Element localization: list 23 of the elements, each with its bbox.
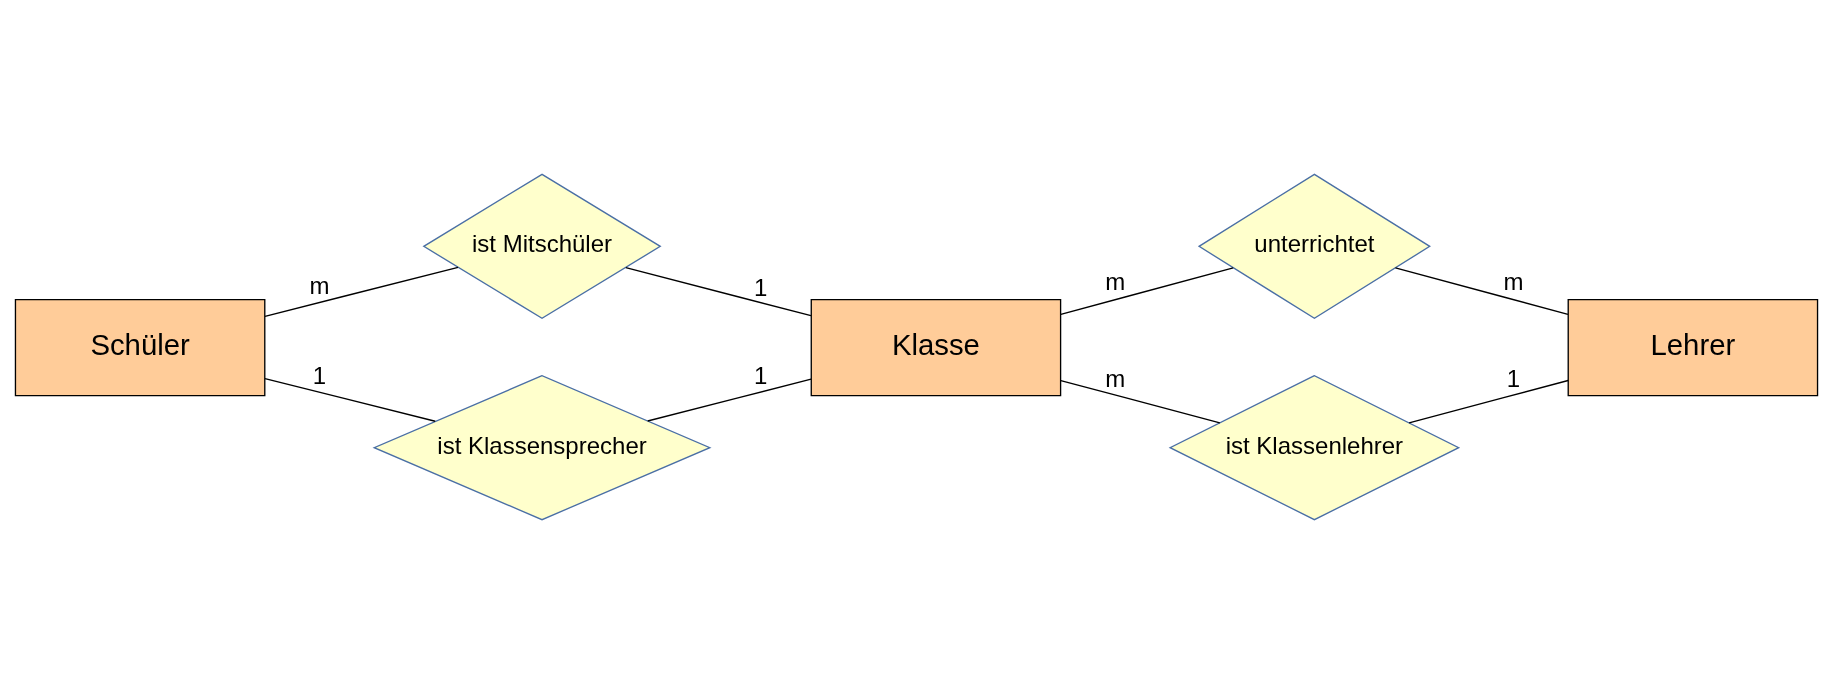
connector: [647, 378, 812, 422]
edge-label: m: [1503, 267, 1524, 295]
node-box: Lehrer: [1567, 299, 1819, 397]
edge-label: 1: [312, 362, 327, 390]
connector: [1408, 379, 1569, 424]
connector: [1060, 267, 1234, 315]
edge-label: 1: [753, 362, 768, 390]
edge-label: 1: [1506, 364, 1521, 392]
connector: [264, 266, 459, 317]
edge-label: m: [1105, 267, 1126, 295]
connector: [264, 377, 436, 422]
node-diamond: ist Klassenlehrer: [1168, 374, 1461, 521]
node-box: Klasse: [810, 299, 1062, 397]
node-diamond: ist Mitschüler: [422, 173, 662, 320]
edge-label: 1: [753, 274, 768, 302]
connector: [1394, 267, 1569, 315]
node-diamond: unterrichtet: [1197, 173, 1431, 320]
edge-label: m: [1105, 364, 1126, 392]
node-diamond: ist Klassensprecher: [372, 374, 712, 521]
node-box: Schüler: [14, 299, 266, 397]
edge-label: m: [309, 271, 330, 299]
connector: [625, 267, 812, 317]
connector: [1060, 379, 1221, 424]
